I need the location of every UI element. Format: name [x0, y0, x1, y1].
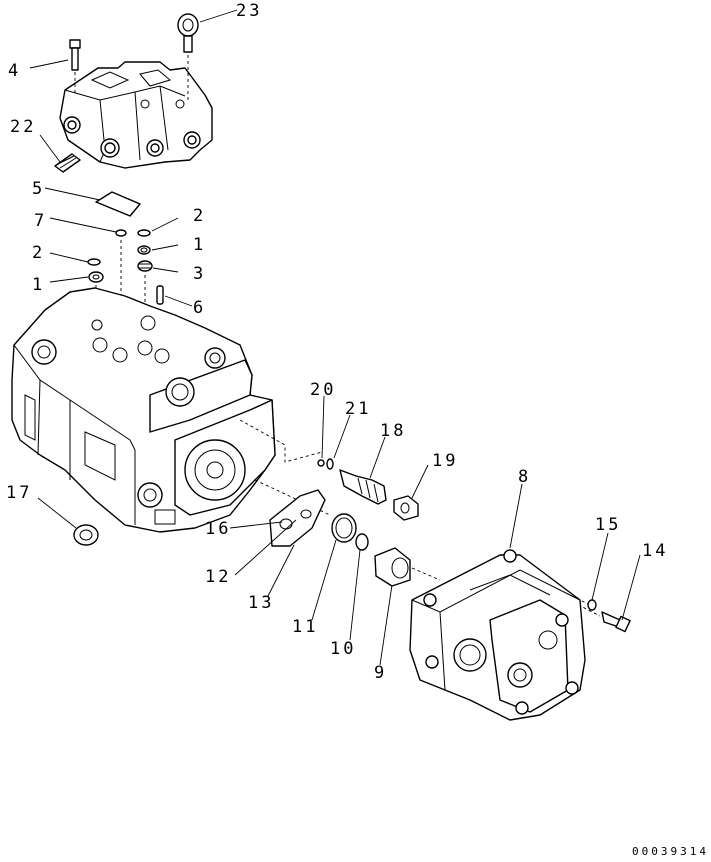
valve-plate-part: [269, 489, 326, 547]
ring-part: [326, 458, 334, 470]
o-ring-part: [115, 229, 127, 237]
callout-5: 5: [32, 179, 45, 199]
callout-6: 6: [193, 298, 206, 318]
callout-3: 3: [193, 264, 206, 284]
seal-part: [88, 271, 104, 283]
callout-8: 8: [518, 467, 531, 487]
bushing-part: [374, 547, 411, 587]
callout-22: 22: [10, 117, 36, 137]
ball-part: [317, 459, 325, 467]
callout-4: 4: [8, 61, 21, 81]
callout-18: 18: [380, 421, 406, 441]
callout-7: 7: [34, 211, 47, 231]
leader-lines: [29, 9, 641, 666]
callout-23: 23: [236, 1, 262, 21]
spring-part: [137, 260, 153, 272]
plug-part: [73, 524, 99, 546]
callout-14: 14: [642, 541, 668, 561]
washer-part: [587, 599, 597, 611]
callout-21: 21: [345, 399, 371, 419]
gasket-part: [95, 191, 141, 217]
seal-part: [137, 245, 151, 255]
callout-9: 9: [374, 663, 387, 683]
callout-13: 13: [248, 593, 274, 613]
callout-10: 10: [330, 639, 356, 659]
o-ring-part: [87, 258, 101, 266]
main-pump-body: [11, 287, 276, 533]
callout-19: 19: [432, 451, 458, 471]
upper-valve-block: [59, 61, 213, 169]
callout-1: 1: [193, 235, 206, 255]
callout-labels: 23 4 22 5 7 2 1 2 3 1 6 20 21 18 19 8 17…: [6, 1, 668, 683]
eye-bolt-part: [177, 13, 199, 100]
callout-2: 2: [193, 206, 206, 226]
callout-2: 2: [32, 243, 45, 263]
pin-part: [156, 285, 164, 305]
sleeve-part: [393, 495, 419, 521]
callout-11: 11: [292, 617, 318, 637]
callout-1: 1: [32, 275, 45, 295]
document-number: 00039314: [632, 845, 709, 858]
bolt-part: [601, 611, 631, 633]
plug-fitting-part: [54, 153, 81, 173]
callout-17: 17: [6, 483, 32, 503]
callout-16: 16: [205, 519, 231, 539]
o-ring-part: [137, 229, 151, 237]
callout-20: 20: [310, 380, 336, 400]
callout-12: 12: [205, 567, 231, 587]
rear-gear-pump: [409, 549, 586, 721]
bolt-part: [69, 39, 81, 95]
callout-15: 15: [595, 515, 621, 535]
bearing-ring-part: [331, 513, 357, 543]
snap-ring-part: [355, 533, 369, 551]
spool-part: [339, 469, 387, 505]
